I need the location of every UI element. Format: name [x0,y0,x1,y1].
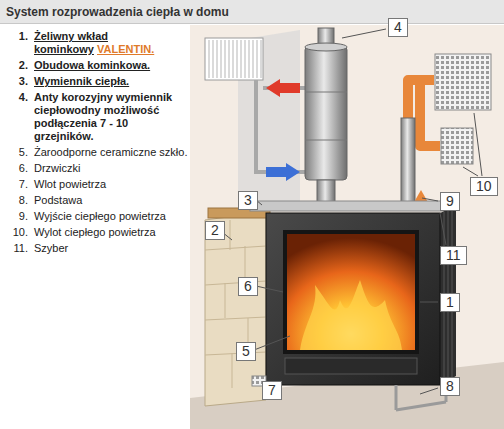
base-stand [396,378,446,410]
list-text: Żaroodporne ceramiczne szkło. [34,146,188,159]
part-name: Podstawa [34,194,82,206]
list-item: 8. Podstawa [8,194,188,207]
leader-line [474,113,482,176]
callout-box: 4 [388,18,408,37]
callout-number: 7 [268,382,276,398]
air-vent [441,128,473,164]
callout-number: 1 [446,294,454,310]
callout-number: 6 [244,278,252,294]
brand-name: VALENTIN. [97,43,154,55]
list-number: 2. [8,59,28,72]
callout-number: 10 [476,178,492,194]
part-name: Wymiennik ciepła. [34,75,129,87]
callout-box: 1 [440,293,460,312]
leader-line [420,302,438,303]
part-name: Wylot ciepłego powietrza [34,226,156,238]
water-heat-exchanger [305,28,347,204]
part-name: Obudowa kominkowa. [34,59,150,71]
top-plate [250,201,455,211]
list-number: 10. [8,226,28,239]
list-text: Szyber [34,242,188,255]
list-item: 10. Wylot ciepłego powietrza [8,226,188,239]
list-text: Drzwiczki [34,162,188,175]
list-number: 6. [8,162,28,175]
list-number: 1. [8,30,28,43]
list-number: 9. [8,210,28,223]
list-item: 4. Anty korozyjny wymiennik ciepłowodny m… [8,91,188,143]
cold-water-arrow [266,163,300,181]
callout-number: 4 [394,19,402,35]
hot-air-pipe [401,118,415,206]
list-text: Wlot powietrza [34,178,188,191]
callout-box: 6 [238,277,258,296]
list-number: 3. [8,75,28,88]
callout-number: 3 [244,192,252,208]
callout-box: 8 [440,377,460,396]
list-text: Wylot ciepłego powietrza [34,226,188,239]
callout-number: 8 [446,378,454,394]
leader-line [440,213,446,245]
list-text: Żeliwny wkład kominkowyVALENTIN. [34,30,188,56]
hot-water-arrow [266,79,300,97]
part-name: Wyjście ciepłego powietrza [34,210,166,222]
legend-list: 1. Żeliwny wkład kominkowyVALENTIN. 2. Obud… [8,30,188,258]
leader-line [463,167,478,176]
callout-number: 2 [211,222,219,238]
leader-line [256,286,283,292]
list-item: 11. Szyber [8,242,188,255]
callout-box: 9 [440,192,460,211]
stone-joints [205,220,266,388]
radiator [205,38,263,80]
list-number: 7. [8,178,28,191]
part-name: Drzwiczki [34,162,80,174]
leader-line [342,29,386,38]
air-vent [435,54,491,110]
part-name: Wlot powietrza [34,178,106,190]
leader-line [420,388,438,394]
list-text: Podstawa [34,194,188,207]
stone-housing [205,212,266,406]
leader-line [254,336,290,350]
callout-box: 5 [236,342,256,361]
callout-box: 7 [262,381,282,400]
list-item: 5. Żaroodporne ceramiczne szkło. [8,146,188,159]
callout-box: 10 [470,177,498,196]
pipe [256,80,305,172]
list-number: 8. [8,194,28,207]
callout-box: 11 [440,246,467,265]
callout-box: 2 [205,221,225,240]
list-item: 2. Obudowa kominkowa. [8,59,188,72]
part-name: Żeliwny wkład kominkowy [34,30,108,55]
part-name: Szyber [34,242,68,254]
list-number: 4. [8,91,28,104]
list-number: 5. [8,146,28,159]
list-text: Obudowa kominkowa. [34,59,188,72]
list-text: Wyjście ciepłego powietrza [34,210,188,223]
cast-iron-insert [266,206,456,385]
callout-number: 9 [446,193,454,209]
list-item: 9. Wyjście ciepłego powietrza [8,210,188,223]
list-text: Anty korozyjny wymiennik ciepłowodny moż… [34,91,188,143]
list-text: Wymiennik ciepła. [34,75,188,88]
leader-line [422,198,438,201]
part-name: Anty korozyjny wymiennik ciepłowodny moż… [34,91,172,142]
callout-number: 5 [242,343,250,359]
list-item: 1. Żeliwny wkład kominkowyVALENTIN. [8,30,188,56]
page-title: System rozprowadzenia ciepła w domu [0,0,504,24]
list-item: 7. Wlot powietrza [8,178,188,191]
callout-box: 3 [238,191,258,210]
wall [190,25,504,429]
list-item: 6. Drzwiczki [8,162,188,175]
callout-number: 11 [446,247,461,263]
part-name: Żaroodporne ceramiczne szkło. [34,146,187,158]
list-item: 3. Wymiennik ciepła. [8,75,188,88]
list-number: 11. [8,242,28,255]
